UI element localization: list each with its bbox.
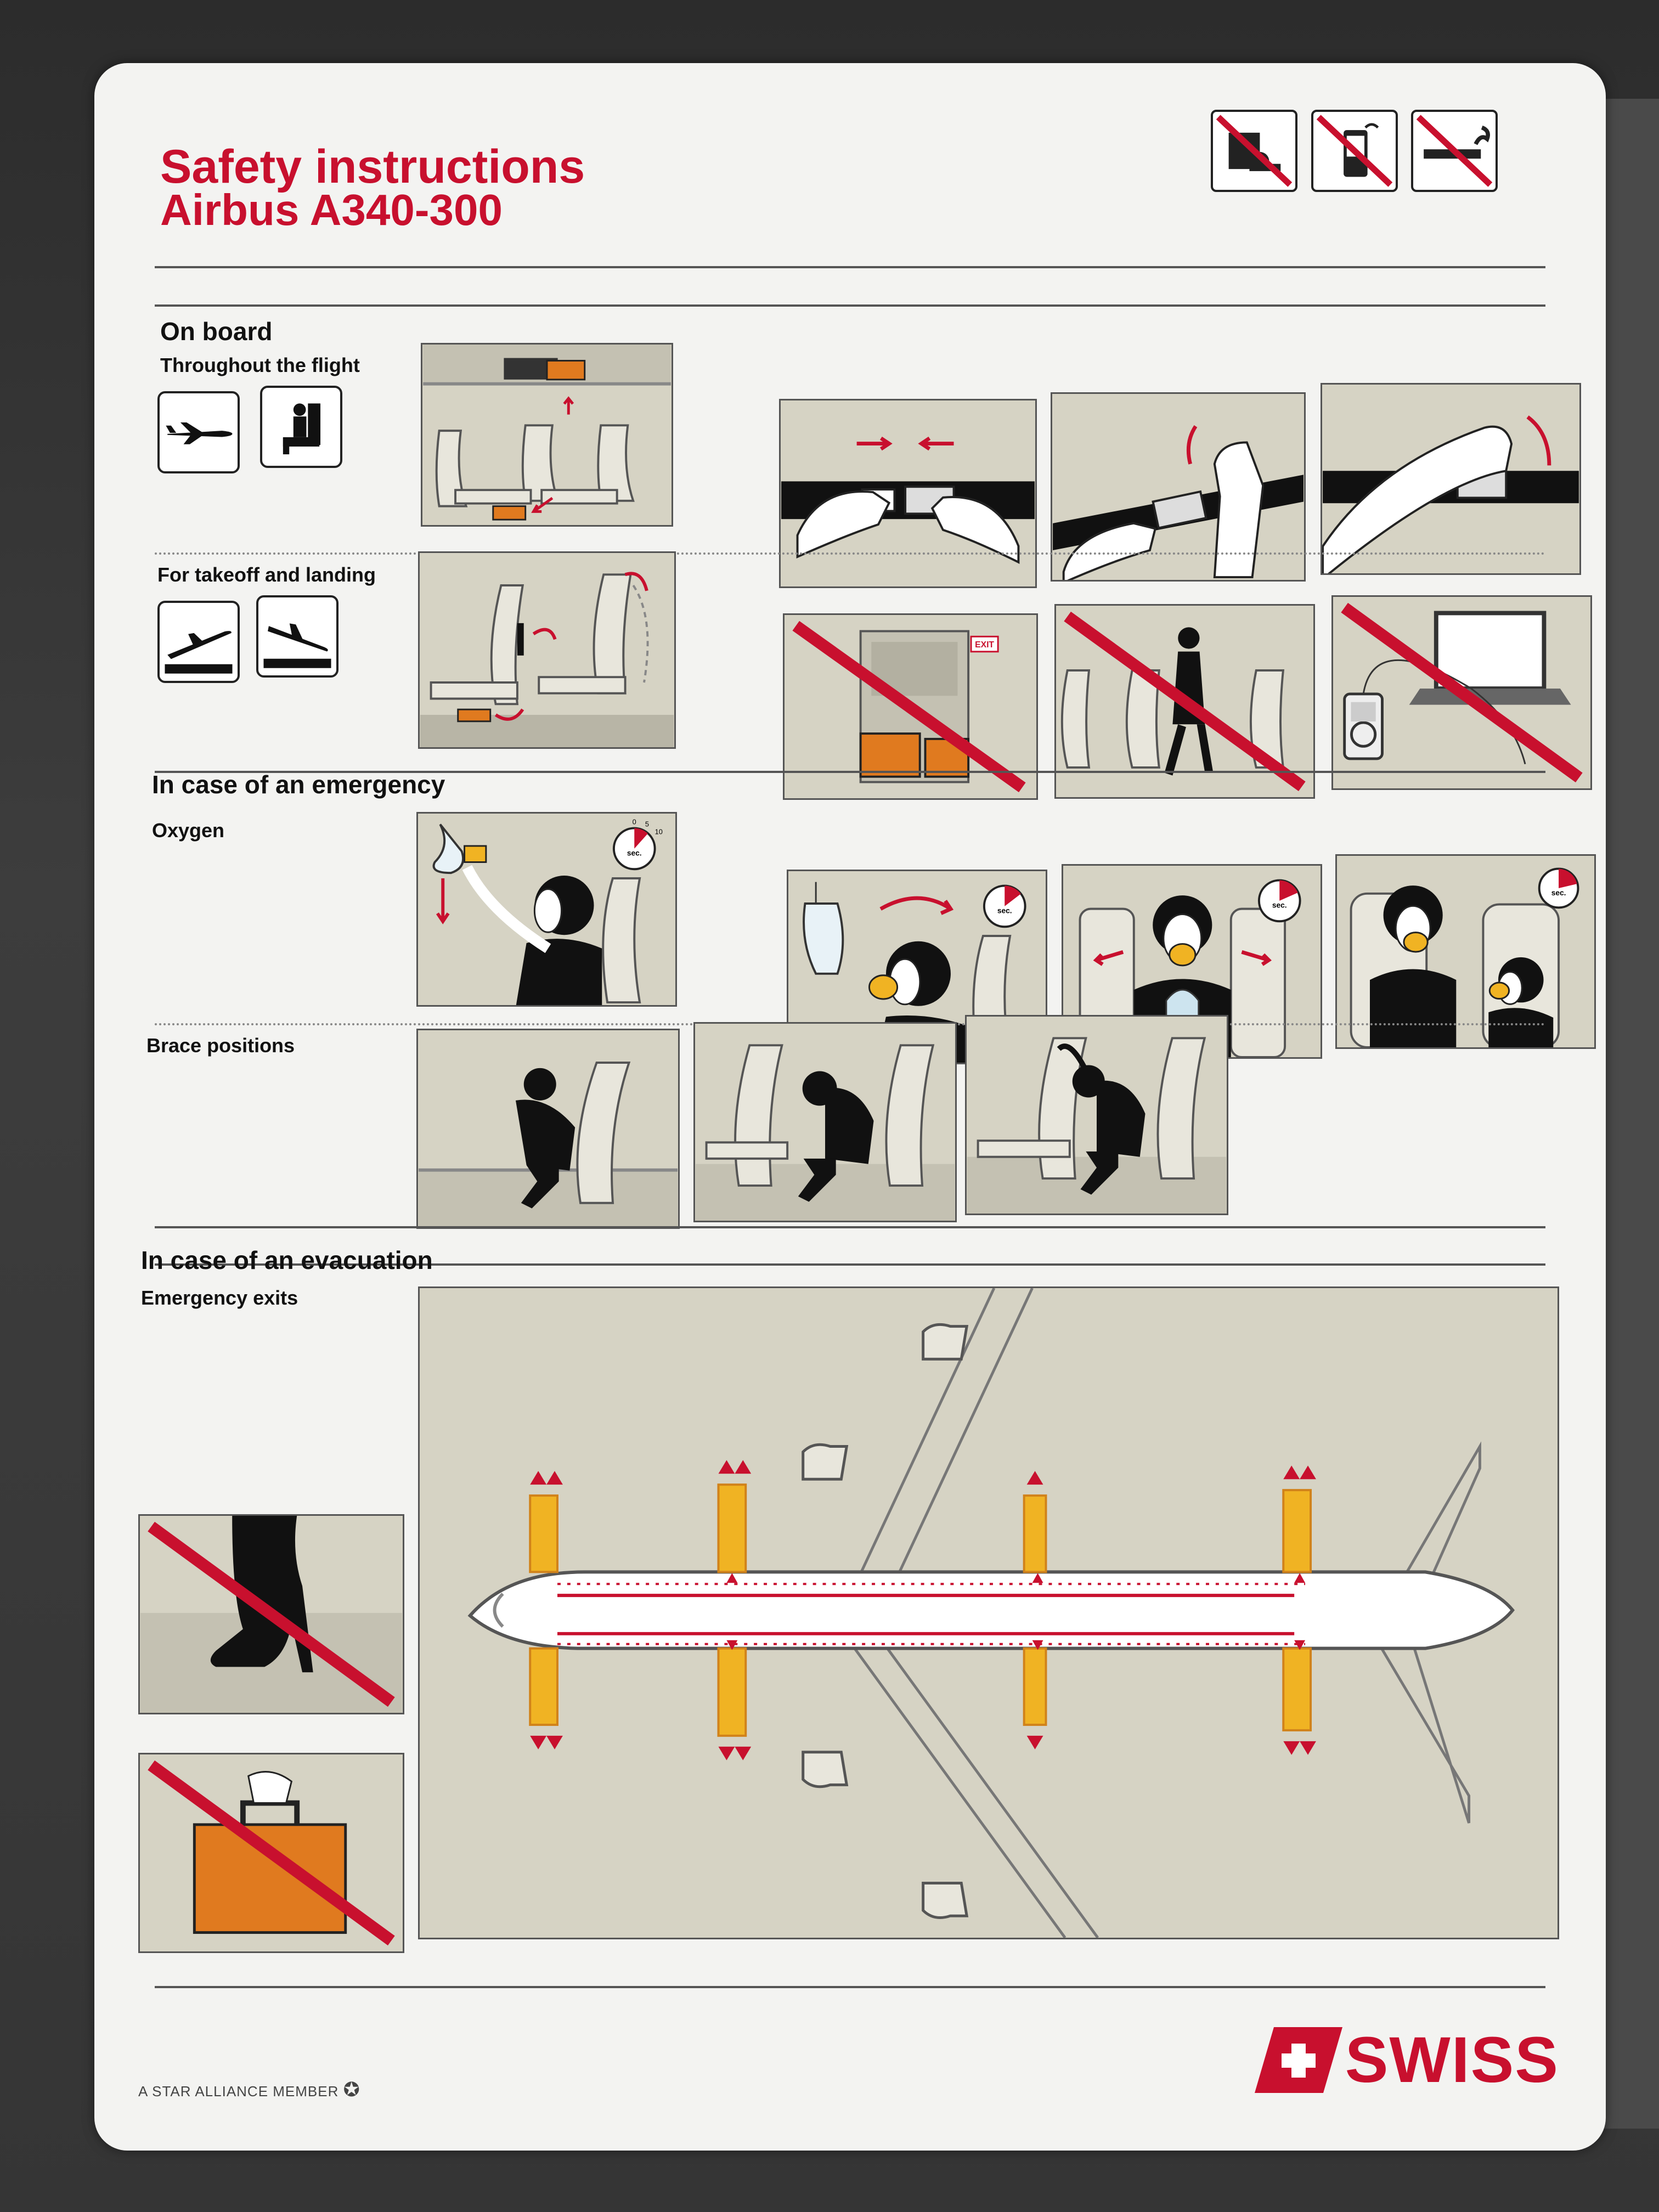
section-heading-on-board: On board (160, 317, 273, 346)
panel-brace-1 (416, 1029, 680, 1229)
card-subtitle: Airbus A340-300 (160, 185, 503, 234)
label-brace-positions: Brace positions (146, 1034, 295, 1057)
card-title: Safety instructions (160, 140, 585, 193)
section-heading-evacuation: In case of an evacuation (141, 1246, 433, 1274)
divider (155, 1986, 1545, 1988)
panel-seat-upright (418, 551, 676, 749)
label-takeoff-landing: For takeoff and landing (157, 563, 376, 586)
panel-fasten-belt (779, 399, 1037, 588)
svg-text:0: 0 (633, 818, 636, 826)
panel-tighten-belt (1051, 392, 1306, 582)
no-mobile-phone-icon (1311, 110, 1398, 192)
brand-name: SWISS (1345, 2024, 1559, 2096)
star-alliance-text: A STAR ALLIANCE MEMBER ✪ (138, 2078, 360, 2101)
panel-brace-2 (693, 1022, 957, 1222)
panel-no-baggage (138, 1753, 404, 1953)
divider (155, 304, 1545, 307)
divider (155, 266, 1545, 268)
panel-remain-seated (1054, 604, 1315, 799)
timer-icon: sec. (983, 884, 1026, 928)
panel-exit-map (418, 1286, 1559, 1939)
panel-oxygen-assist-child: sec. (1335, 854, 1596, 1049)
no-lap-child-icon (1211, 110, 1297, 192)
label-throughout-flight: Throughout the flight (160, 354, 360, 376)
plane-takeoff-icon (157, 601, 240, 683)
svg-text:sec.: sec. (627, 849, 642, 857)
timer-icon: sec. (1538, 867, 1579, 909)
divider (155, 1263, 1545, 1266)
swiss-cross-icon (1254, 2027, 1342, 2093)
timer-icon: sec. (1257, 879, 1301, 923)
panel-no-luggage-at-exit: EXIT (783, 613, 1038, 800)
timer-icon: sec. 0 5 10 (612, 818, 663, 871)
divider (155, 771, 1545, 773)
exit-sign-text: EXIT (975, 640, 994, 650)
plane-landing-icon (256, 595, 338, 678)
panel-oxygen-pull-mask: sec. 0 5 10 (416, 812, 677, 1007)
svg-text:5: 5 (645, 820, 649, 828)
plane-cruise-icon (157, 391, 240, 473)
label-oxygen: Oxygen (152, 819, 225, 842)
svg-text:sec.: sec. (997, 907, 1012, 915)
panel-brace-3 (965, 1015, 1228, 1215)
panel-no-electronics (1331, 595, 1592, 790)
section-heading-emergency: In case of an emergency (152, 770, 445, 799)
dotted-divider (155, 552, 1545, 555)
seated-passenger-icon (260, 386, 342, 468)
svg-text:sec.: sec. (1551, 889, 1566, 897)
svg-text:sec.: sec. (1272, 901, 1287, 910)
panel-release-belt (1321, 383, 1581, 575)
label-emergency-exits: Emergency exits (141, 1286, 298, 1309)
safety-card: Safety instructions Airbus A340-300 On b… (94, 63, 1606, 2151)
swiss-logo: SWISS (1252, 2022, 1559, 2098)
star-alliance-icon: ✪ (343, 2078, 360, 2101)
svg-text:10: 10 (655, 827, 663, 836)
no-smoking-icon (1411, 110, 1498, 192)
panel-stow-luggage (421, 343, 673, 527)
panel-no-high-heels (138, 1514, 404, 1714)
divider (155, 1226, 1545, 1228)
